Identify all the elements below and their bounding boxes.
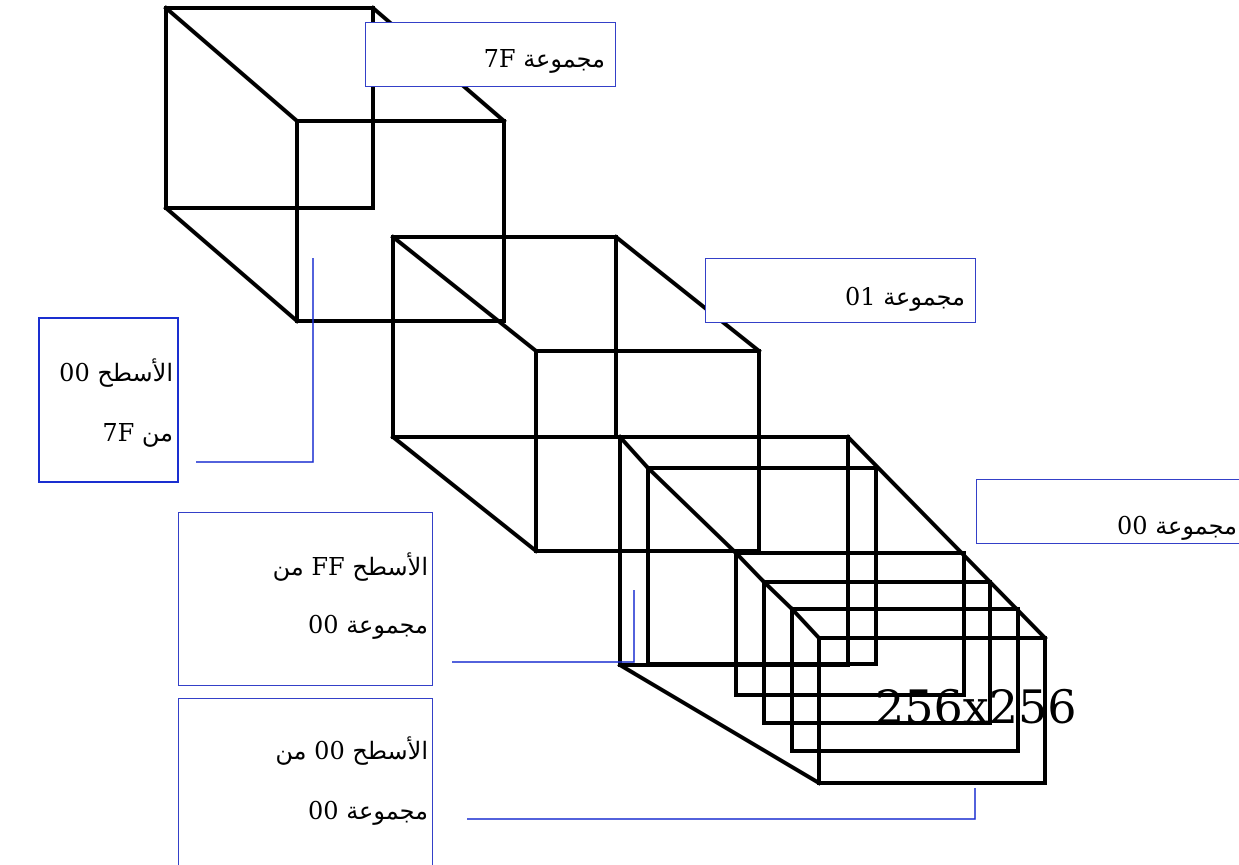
group-00-label: مجموعة 00 <box>976 479 1239 544</box>
surfaces-00-7f-line2: من 7F <box>102 419 173 447</box>
leader-surface-ff <box>452 590 635 663</box>
surface-ff-line2: مجموعة 00 <box>308 611 428 639</box>
surface-size-label: 256x256 <box>875 680 1077 734</box>
group-00-text: مجموعة 00 <box>1117 512 1237 540</box>
surfaces-00-7f-label: الأسطح 00 من 7F <box>38 317 179 483</box>
group-7f-label: مجموعة 7F <box>365 22 616 87</box>
surface-00-line2: مجموعة 00 <box>308 797 428 825</box>
cube-group-01 <box>390 234 762 554</box>
surface-00-label: الأسطح 00 من مجموعة 00 <box>178 698 433 865</box>
group-01-label: مجموعة 01 <box>705 258 976 323</box>
surface-00-line1: الأسطح 00 من <box>275 737 428 765</box>
surface-ff-line1: الأسطح FF من <box>272 553 428 581</box>
surfaces-00-7f-line1: الأسطح 00 <box>59 359 173 387</box>
group-01-text: مجموعة 01 <box>845 283 965 311</box>
leader-surface-00 <box>467 788 976 820</box>
leader-surfaces-00-7f <box>196 258 314 463</box>
cube-group-00 <box>617 434 1048 786</box>
group-7f-text: مجموعة 7F <box>483 45 605 73</box>
surface-ff-label: الأسطح FF من مجموعة 00 <box>178 512 433 686</box>
